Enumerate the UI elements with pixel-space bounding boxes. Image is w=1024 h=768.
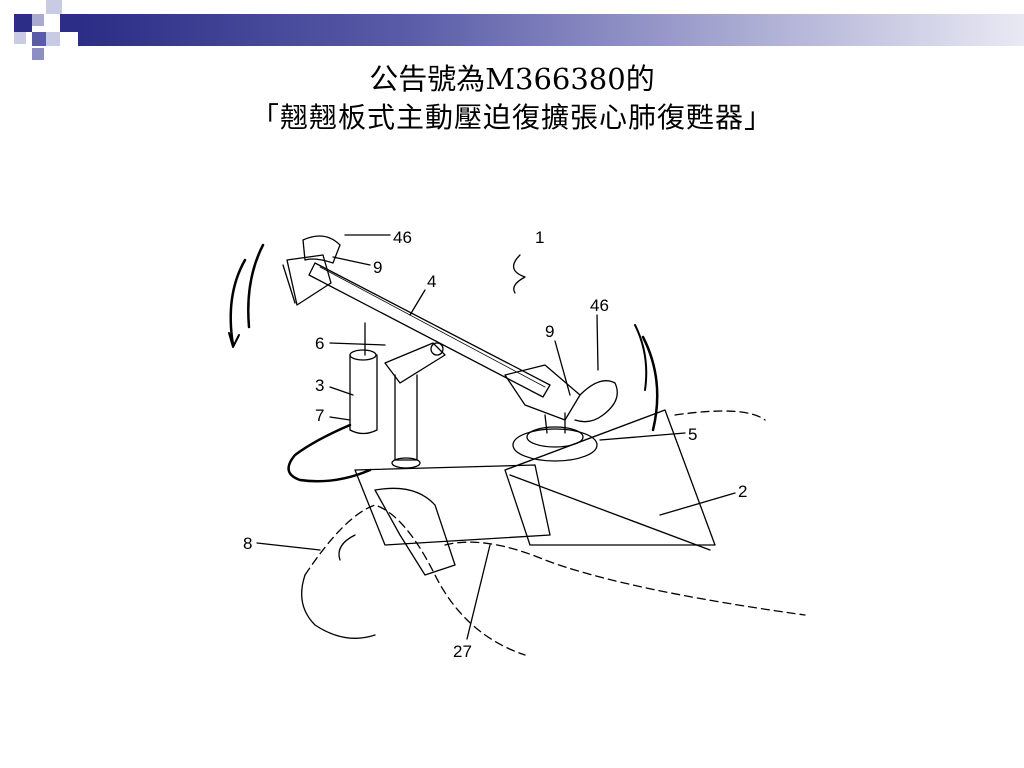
deco-square — [46, 32, 60, 46]
motion-arc-left-inner — [247, 243, 265, 329]
hose — [287, 423, 372, 483]
motion-arc-left — [229, 258, 247, 347]
support-column — [394, 374, 418, 461]
label-3: 3 — [315, 376, 324, 395]
deco-square — [32, 32, 46, 46]
label-9-top: 9 — [373, 258, 382, 277]
motion-arc-right — [641, 335, 659, 432]
slide-header-decoration — [0, 0, 1024, 62]
seesaw-beam — [308, 262, 551, 398]
label-46-top: 46 — [393, 228, 412, 247]
deco-square — [32, 48, 44, 60]
label-27: 27 — [453, 642, 472, 661]
motion-arc-right-inner — [634, 324, 648, 391]
deco-square — [46, 0, 62, 14]
label-7: 7 — [315, 406, 324, 425]
slide-title-line1: 公告號為M366380的 — [369, 62, 655, 96]
pivot-bracket — [384, 342, 446, 384]
deco-square — [32, 14, 44, 26]
header-gradient-bar — [78, 14, 1024, 46]
base-plate — [354, 464, 551, 546]
slide-title-line2: 「翹翹板式主動壓迫復擴張心肺復甦器」 — [250, 101, 773, 134]
label-9-right: 9 — [545, 322, 554, 341]
left-handle — [286, 254, 332, 306]
patient-outline — [304, 504, 806, 656]
label-2: 2 — [738, 482, 747, 501]
label-46-right: 46 — [590, 296, 609, 315]
patent-figure: 46 1 9 4 46 9 6 3 7 5 2 8 27 — [228, 228, 806, 661]
right-handle — [504, 364, 581, 421]
label-1: 1 — [535, 228, 544, 247]
cylinder — [349, 354, 378, 435]
suction-cup — [512, 428, 598, 462]
deco-square — [14, 32, 26, 44]
board — [504, 409, 716, 546]
label-5: 5 — [688, 425, 697, 444]
deco-square — [14, 14, 32, 32]
deco-square — [60, 14, 78, 32]
label-6: 6 — [315, 334, 324, 353]
label-8: 8 — [243, 534, 252, 553]
head-rest — [374, 487, 456, 576]
label-4: 4 — [427, 272, 436, 291]
